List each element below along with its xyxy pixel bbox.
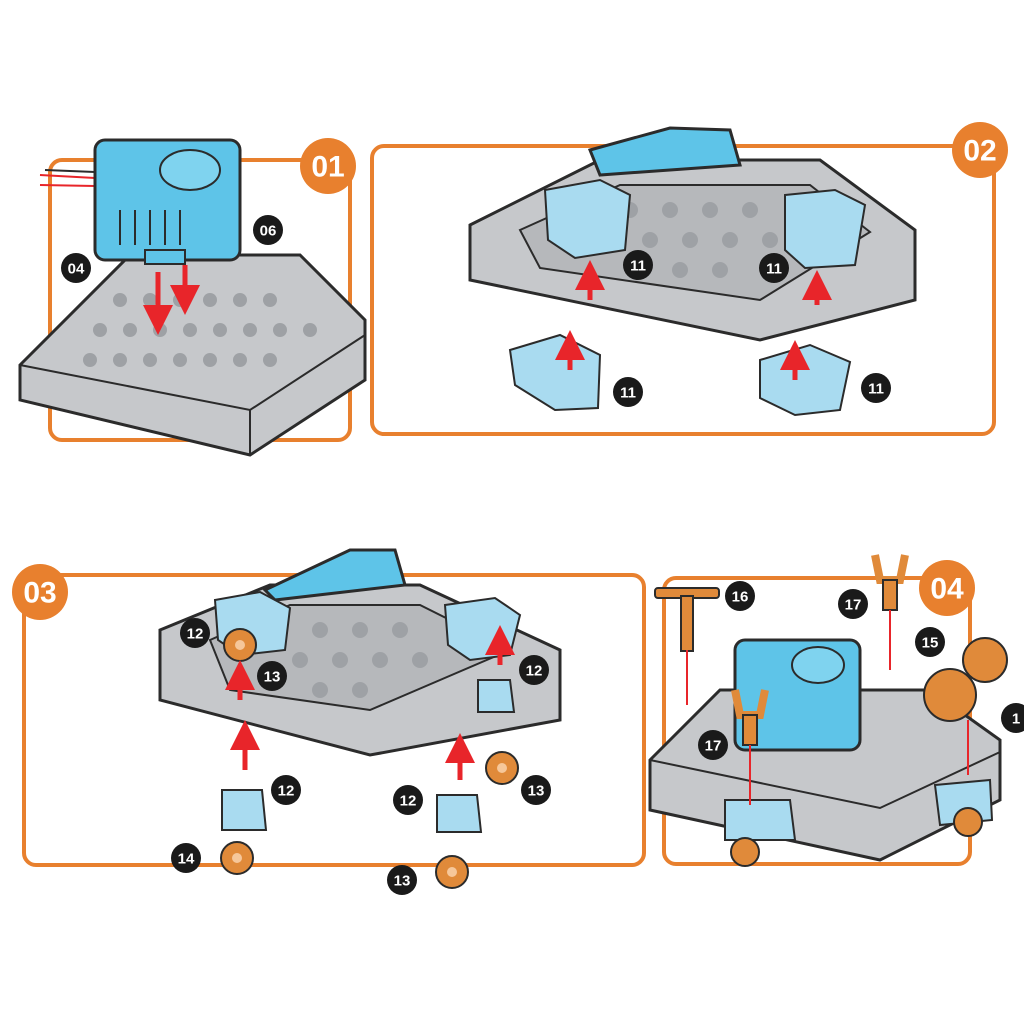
part-badge: 11 — [861, 373, 891, 403]
motor-part-2 — [587, 126, 742, 177]
svg-text:15: 15 — [922, 635, 939, 652]
step-02-panel: 02 — [370, 122, 1008, 436]
part-badge: 17 — [838, 589, 868, 619]
svg-text:11: 11 — [630, 258, 646, 275]
svg-text:11: 11 — [766, 261, 782, 278]
svg-text:13: 13 — [394, 873, 411, 890]
gear-part — [923, 637, 1008, 722]
part-badge: 13 — [387, 865, 417, 895]
svg-text:11: 11 — [620, 385, 636, 402]
wheel-part — [435, 855, 469, 889]
svg-text:06: 06 — [260, 223, 277, 240]
guide-lines — [686, 610, 969, 805]
svg-text:13: 13 — [264, 669, 281, 686]
part-badge: 06 — [253, 215, 283, 245]
svg-text:12: 12 — [400, 793, 417, 810]
part-badge: 1 — [1001, 703, 1024, 733]
part-badge: 15 — [915, 627, 945, 657]
part-badge: 14 — [171, 843, 201, 873]
insert-arrows-1 — [143, 265, 200, 335]
motor-part-1 — [39, 138, 242, 265]
bracket-part — [443, 596, 522, 662]
svg-text:17: 17 — [845, 597, 862, 614]
part-badge: 11 — [623, 250, 653, 280]
svg-text:17: 17 — [705, 738, 722, 755]
svg-text:13: 13 — [528, 783, 545, 800]
svg-text:12: 12 — [278, 783, 295, 800]
svg-text:14: 14 — [178, 851, 195, 868]
step-04-panel: 04 — [648, 554, 1024, 867]
part-badge: 13 — [521, 775, 551, 805]
step-03-number: 03 — [23, 577, 56, 610]
svg-text:16: 16 — [732, 589, 749, 606]
part-badge: 12 — [519, 655, 549, 685]
part-badge: 12 — [180, 618, 210, 648]
svg-text:12: 12 — [526, 663, 543, 680]
insert-arrows-3 — [225, 625, 515, 780]
part-badge: 12 — [393, 785, 423, 815]
svg-text:1: 1 — [1012, 711, 1020, 728]
wheel-part — [223, 628, 257, 662]
step-01-panel: 01 06 04 — [18, 138, 367, 457]
step-03-panel: 03 12 13 12 12 — [12, 548, 646, 895]
step-04-badge: 04 — [919, 560, 975, 616]
part-badge: 13 — [257, 661, 287, 691]
wheel-part — [220, 841, 254, 875]
part-badge: 04 — [61, 253, 91, 283]
svg-text:12: 12 — [187, 626, 204, 643]
caster-fork-part — [436, 794, 483, 833]
part-badge: 16 — [725, 581, 755, 611]
step-04-number: 04 — [930, 573, 964, 606]
part-badge: 11 — [759, 253, 789, 283]
step-01-number: 01 — [311, 151, 344, 184]
clip-part — [871, 554, 909, 611]
caster-wheel-part — [724, 799, 797, 867]
step-02-badge: 02 — [952, 122, 1008, 178]
caster-fork-part — [477, 679, 516, 713]
step-01-badge: 01 — [300, 138, 356, 194]
part-badge: 17 — [698, 730, 728, 760]
caster-wheel-part — [933, 778, 994, 837]
bracket-part — [784, 188, 867, 270]
bracket-part — [543, 178, 632, 260]
insert-arrows-2 — [555, 260, 832, 380]
svg-text:04: 04 — [68, 261, 85, 278]
caster-fork-part — [221, 789, 268, 831]
bracket-part — [508, 333, 602, 412]
part-badge: 12 — [271, 775, 301, 805]
motor-part-4 — [733, 638, 862, 752]
step-03-badge: 03 — [12, 564, 68, 620]
part-badge: 11 — [613, 377, 643, 407]
base-plate-1 — [18, 253, 367, 457]
svg-text:11: 11 — [868, 381, 884, 398]
bracket-part — [759, 343, 852, 417]
wheel-part — [485, 751, 519, 785]
step-02-number: 02 — [963, 135, 996, 168]
